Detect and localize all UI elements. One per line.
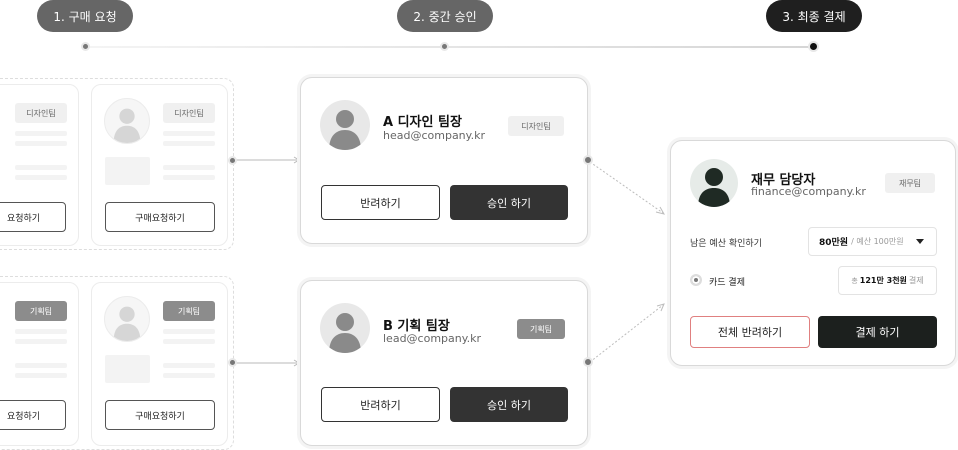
team-tag: 기획팀 (15, 301, 67, 321)
team-tag: 재무팀 (885, 173, 935, 193)
requester-card-partial: 디자인팀 요청하기 (0, 84, 79, 246)
skeleton-line (163, 141, 215, 146)
avatar (320, 100, 370, 150)
reject-button[interactable]: 반려하기 (321, 185, 440, 220)
approve-button[interactable]: 승인 하기 (450, 185, 568, 220)
avatar (690, 159, 738, 207)
skeleton-line (15, 175, 67, 180)
approver-email: lead@company.kr (383, 332, 482, 345)
step-2-dot (440, 42, 449, 51)
step-3-dot (808, 41, 819, 52)
total-prefix: 총 (851, 276, 858, 285)
step-2-pill: 2. 중간 승인 (397, 0, 493, 32)
team-tag: 기획팀 (163, 301, 215, 321)
skeleton-line (163, 175, 215, 180)
budget-amount: 80만원 (819, 238, 849, 248)
team-tag: 디자인팀 (15, 103, 67, 123)
finance-email: finance@company.kr (751, 185, 866, 198)
team-tag: 디자인팀 (163, 103, 215, 123)
connector-dot (228, 358, 237, 367)
skeleton-line (15, 373, 67, 378)
approver-card-design: A 디자인 팀장 head@company.kr 디자인팀 반려하기 승인 하기 (300, 77, 588, 244)
budget-total: / 예산 100만원 (851, 237, 904, 246)
requester-card-partial: 기획팀 요청하기 (0, 282, 79, 446)
payment-radio[interactable] (690, 274, 702, 286)
connector-dot (583, 155, 593, 165)
avatar (320, 303, 370, 353)
skeleton-block (105, 157, 150, 185)
total-suffix: 결제 (908, 276, 924, 285)
purchase-request-button[interactable]: 요청하기 (0, 400, 66, 430)
approver-name: B 기획 팀장 (383, 319, 450, 334)
skeleton-line (15, 165, 67, 170)
purchase-request-button[interactable]: 요청하기 (0, 202, 66, 232)
skeleton-line (15, 141, 67, 146)
avatar (104, 296, 150, 342)
skeleton-block (105, 355, 150, 383)
progress-line (86, 46, 814, 48)
skeleton-line (15, 363, 67, 368)
budget-label: 남은 예산 확인하기 (690, 239, 762, 249)
step-1-pill: 1. 구매 요청 (37, 0, 133, 32)
skeleton-line (163, 131, 215, 136)
skeleton-line (163, 373, 215, 378)
requester-card: 디자인팀 구매요청하기 (91, 84, 228, 246)
total-box: 총 121만 3천원 결제 (838, 266, 937, 295)
skeleton-line (15, 131, 67, 136)
approver-email: head@company.kr (383, 129, 485, 142)
skeleton-line (163, 329, 215, 334)
team-tag: 기획팀 (517, 319, 565, 339)
chevron-down-icon (916, 239, 924, 244)
approver-name: A 디자인 팀장 (383, 115, 462, 130)
connector-dot (583, 357, 593, 367)
skeleton-line (163, 363, 215, 368)
finance-name: 재무 담당자 (751, 173, 816, 188)
reject-button[interactable]: 반려하기 (321, 387, 440, 422)
approve-button[interactable]: 승인 하기 (450, 387, 568, 422)
skeleton-line (15, 329, 67, 334)
approver-card-planning: B 기획 팀장 lead@company.kr 기획팀 반려하기 승인 하기 (300, 280, 588, 446)
step-3-pill: 3. 최종 결제 (766, 0, 862, 32)
total-amount: 121만 3천원 (859, 276, 907, 285)
avatar (104, 98, 150, 144)
step-1-dot (81, 42, 90, 51)
skeleton-line (15, 339, 67, 344)
finance-card: 재무 담당자 finance@company.kr 재무팀 남은 예산 확인하기… (670, 140, 956, 366)
pay-button[interactable]: 결제 하기 (818, 316, 937, 348)
purchase-request-button[interactable]: 구매요청하기 (105, 400, 215, 430)
skeleton-line (163, 165, 215, 170)
reject-all-button[interactable]: 전체 반려하기 (690, 316, 810, 348)
payment-method-label: 카드 결제 (709, 278, 745, 288)
team-tag: 디자인팀 (508, 116, 564, 136)
budget-select[interactable]: 80만원 / 예산 100만원 (808, 227, 937, 256)
purchase-request-button[interactable]: 구매요청하기 (105, 202, 215, 232)
skeleton-line (163, 339, 215, 344)
connector-dot (228, 156, 237, 165)
requester-card: 기획팀 구매요청하기 (91, 282, 228, 446)
